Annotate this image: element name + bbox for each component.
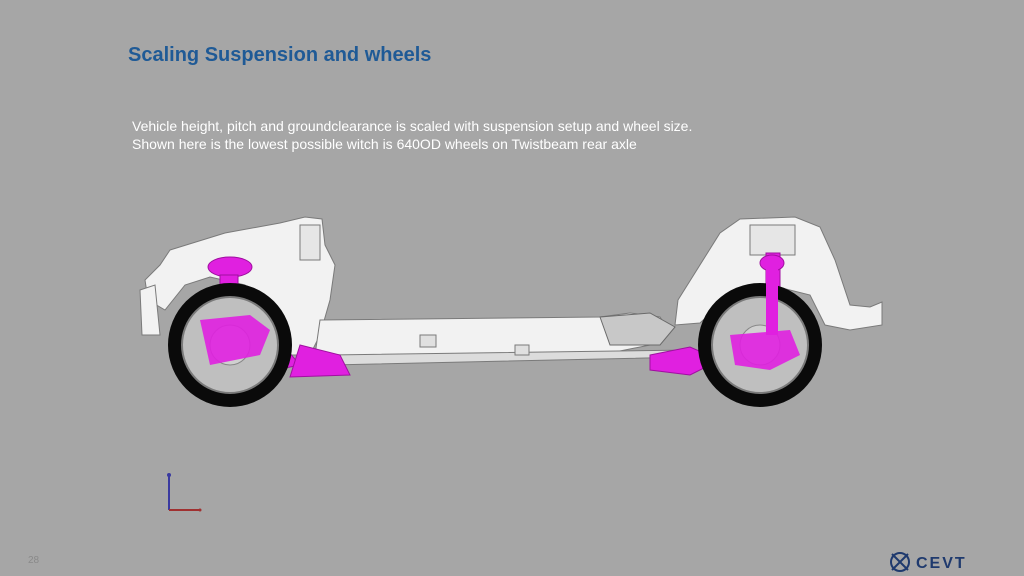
center-tunnel — [599, 312, 676, 346]
cevt-logo-text: CEVT — [916, 555, 967, 572]
slide-body-text: Vehicle height, pitch and groundclearanc… — [132, 117, 692, 153]
front-wheel — [168, 283, 292, 407]
body-line-2: Shown here is the lowest possible witch … — [132, 136, 637, 152]
cevt-logo-icon — [890, 552, 910, 572]
slide-title: Scaling Suspension and wheels — [128, 44, 432, 66]
body-line-1: Vehicle height, pitch and groundclearanc… — [132, 118, 693, 134]
chassis-illustration — [139, 216, 883, 407]
rear-wheel — [698, 265, 822, 407]
page-number: 28 — [28, 555, 40, 566]
coordinate-axis-icon — [167, 473, 202, 512]
cevt-logo: CEVT — [890, 552, 967, 572]
front-body-structure — [139, 216, 336, 356]
